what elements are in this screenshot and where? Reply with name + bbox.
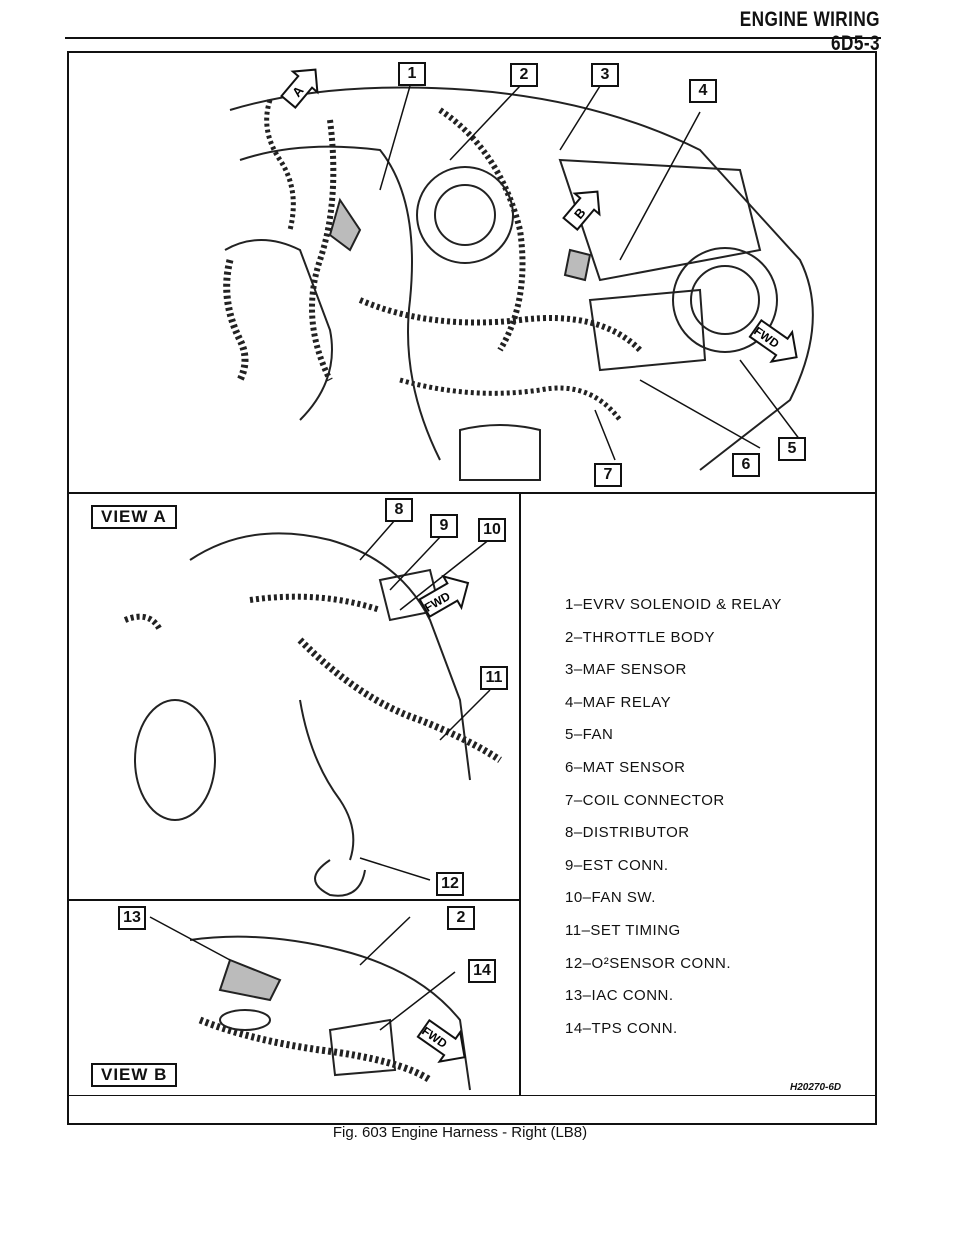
callout-2: 3: [591, 63, 619, 87]
legend-item-10: 10–FAN SW.: [565, 889, 656, 907]
figure-caption: Fig. 603 Engine Harness - Right (LB8): [332, 1124, 588, 1141]
view-a-leader-lines: [359, 519, 496, 881]
callout-10: 10: [478, 518, 506, 542]
figure-frame: [67, 51, 877, 1125]
view-b-label: VIEW B: [91, 1063, 178, 1087]
callout-12: 12: [436, 872, 464, 896]
view-a-illustration: [123, 532, 502, 897]
legend-item-4: 4–MAF RELAY: [565, 693, 672, 711]
legend-item-1: 1–EVRV SOLENOID & RELAY: [565, 596, 782, 613]
legend-item-13: 13–IAC CONN.: [565, 987, 674, 1005]
callout-9: 9: [430, 514, 458, 538]
legend-item-9: 9–EST CONN.: [565, 856, 669, 874]
legend-item-14: 14–TPS CONN.: [565, 1019, 678, 1037]
view-a-label: VIEW A: [91, 505, 177, 529]
main-engine-illustration: [223, 86, 814, 481]
legend-item-12: 12–O²SENSOR CONN.: [565, 954, 732, 972]
callout-3: 4: [689, 79, 717, 103]
callout-2-view-b: 2: [447, 906, 475, 930]
view-b-illustration: [189, 935, 471, 1091]
callout-5: 5: [778, 437, 806, 461]
legend-item-5: 5–FAN: [565, 726, 614, 744]
callout-7: 2: [510, 63, 538, 87]
legend-item-6: 6–MAT SENSOR: [565, 758, 686, 776]
divider-legend: [519, 492, 521, 1095]
legend-item-7: 7–COIL CONNECTOR: [565, 791, 725, 809]
divider-view-b: [67, 899, 521, 901]
divider-main-view: [67, 492, 877, 494]
header-rule: [65, 37, 881, 39]
callout-11: 11: [480, 666, 508, 690]
view-pointer-arrows: A B: [280, 68, 601, 231]
legend-item-8: 8–DISTRIBUTOR: [565, 824, 690, 842]
main-leader-lines: [379, 85, 801, 461]
legend-item-2: 2–THROTTLE BODY: [565, 628, 716, 646]
legend-item-3: 3–MAF SENSOR: [565, 661, 687, 679]
fwd-arrows: FWD FWD FWD: [416, 318, 798, 1064]
callout-13: 13: [118, 906, 146, 930]
figure-code: H20270-6D: [790, 1082, 842, 1093]
view-b-leader-lines: [149, 916, 456, 1031]
callout-6: 7: [594, 463, 622, 487]
divider-bottom: [67, 1095, 877, 1096]
callout-1: 1: [398, 62, 426, 86]
legend-item-11: 11–SET TIMING: [565, 921, 681, 939]
callout-14: 14: [468, 959, 496, 983]
parts-legend: 1–EVRV SOLENOID & RELAY 2–THROTTLE BODY …: [565, 596, 865, 1052]
callout-8: 8: [385, 498, 413, 522]
callout-4: 6: [732, 453, 760, 477]
